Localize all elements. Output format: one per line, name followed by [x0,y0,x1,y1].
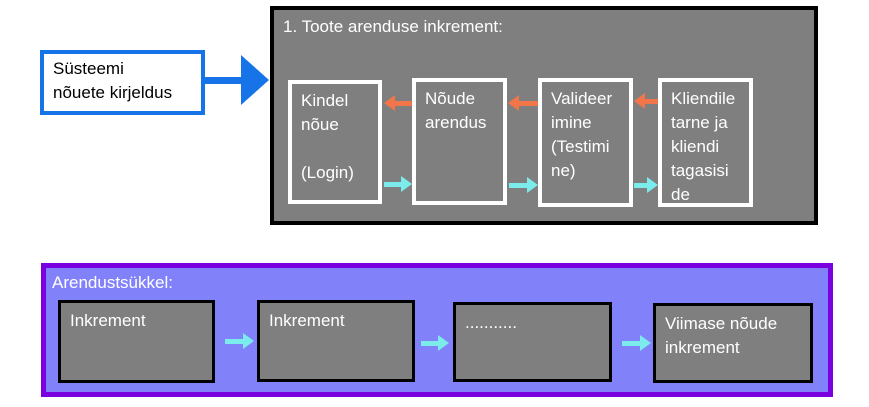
cyan-arrow-right-icon [622,335,651,351]
system-requirements-text: Süsteemi nõuete kirjeldus [53,59,173,102]
cycle-box-label: ........... [465,313,517,332]
arrow-shaft [634,182,647,188]
step-box-customer-delivery: Kliendile tarne ja kliendi tagasisi de [658,78,753,207]
cycle-box-last-increment: Viimase nõude inkrement [653,303,813,383]
arrow-shaft [519,100,538,106]
arrow-shaft [384,181,401,187]
increment-panel-title: 1. Toote arenduse inkrement: [283,17,503,36]
arrow-shaft [225,338,243,344]
cycle-box-increment-2: Inkrement [257,300,415,382]
cyan-arrow-right-icon [225,333,254,349]
increment-panel: 1. Toote arenduse inkrement: [270,6,818,225]
arrow-head [243,333,254,349]
cyan-arrow-right-icon [421,335,449,351]
arrow-shaft [205,76,241,84]
cycle-box-label: Inkrement [70,311,146,330]
cyan-arrow-right-icon [634,177,658,193]
cyan-arrow-right-icon [509,177,538,193]
system-requirements-box: Süsteemi nõuete kirjeldus [40,50,205,115]
cycle-box-increment-1: Inkrement [58,300,215,383]
arrow-shaft [622,340,640,346]
cycle-box-ellipsis: ........... [453,302,612,382]
step-label: Kliendile tarne ja kliendi tagasisi de [671,89,736,204]
arrow-shaft [645,98,658,104]
step-box-requirement-development: Nõude arendus [412,78,507,205]
arrow-head [508,95,519,111]
arrow-head [438,335,449,351]
step-label: Nõude arendus [425,89,487,132]
orange-arrow-left-icon [634,93,658,109]
arrow-head [634,93,645,109]
arrow-head [401,176,412,192]
cycle-box-label: Viimase nõude inkrement [665,314,778,357]
arrow-head [647,177,658,193]
arrow-shaft [395,100,412,106]
arrow-head [527,177,538,193]
step-label: Kindel nõue (Login) [301,91,354,182]
cycle-box-label: Inkrement [269,311,345,330]
arrow-head [241,55,269,105]
orange-arrow-left-icon [508,95,538,111]
step-label: Valideer imine (Testimi ne) [551,89,613,180]
cyan-arrow-right-icon [384,176,412,192]
development-cycle-title: Arendustsükkel: [52,273,173,292]
orange-arrow-left-icon [384,95,412,111]
arrow-head [384,95,395,111]
step-box-validation: Valideer imine (Testimi ne) [538,78,633,207]
arrow-shaft [421,340,438,346]
step-box-fixed-requirement: Kindel nõue (Login) [288,80,382,204]
arrow-shaft [509,182,527,188]
arrow-head [640,335,651,351]
blue-arrow-right-icon [205,55,269,105]
